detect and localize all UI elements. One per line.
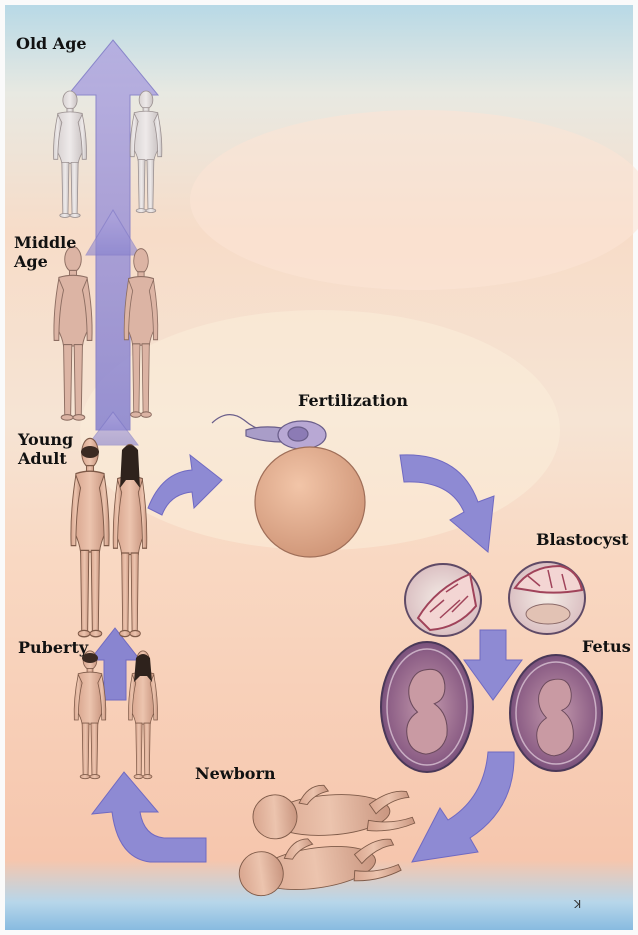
label-fertilization: Fertilization [298,391,408,410]
label-blastocyst: Blastocyst [536,530,628,549]
fetus-left [381,642,473,772]
artist-signature: ꓘ [574,898,581,911]
blastocyst-left [405,564,481,636]
fetus-right [510,655,602,771]
label-fetus: Fetus [582,637,631,656]
label-newborn: Newborn [195,764,276,783]
blastocyst-right [509,562,585,634]
label-young-adult: Young Adult [18,430,88,468]
label-old-age: Old Age [16,34,87,53]
egg [255,447,365,557]
label-middle-age: Middle Age [14,233,84,271]
label-puberty: Puberty [18,638,88,657]
